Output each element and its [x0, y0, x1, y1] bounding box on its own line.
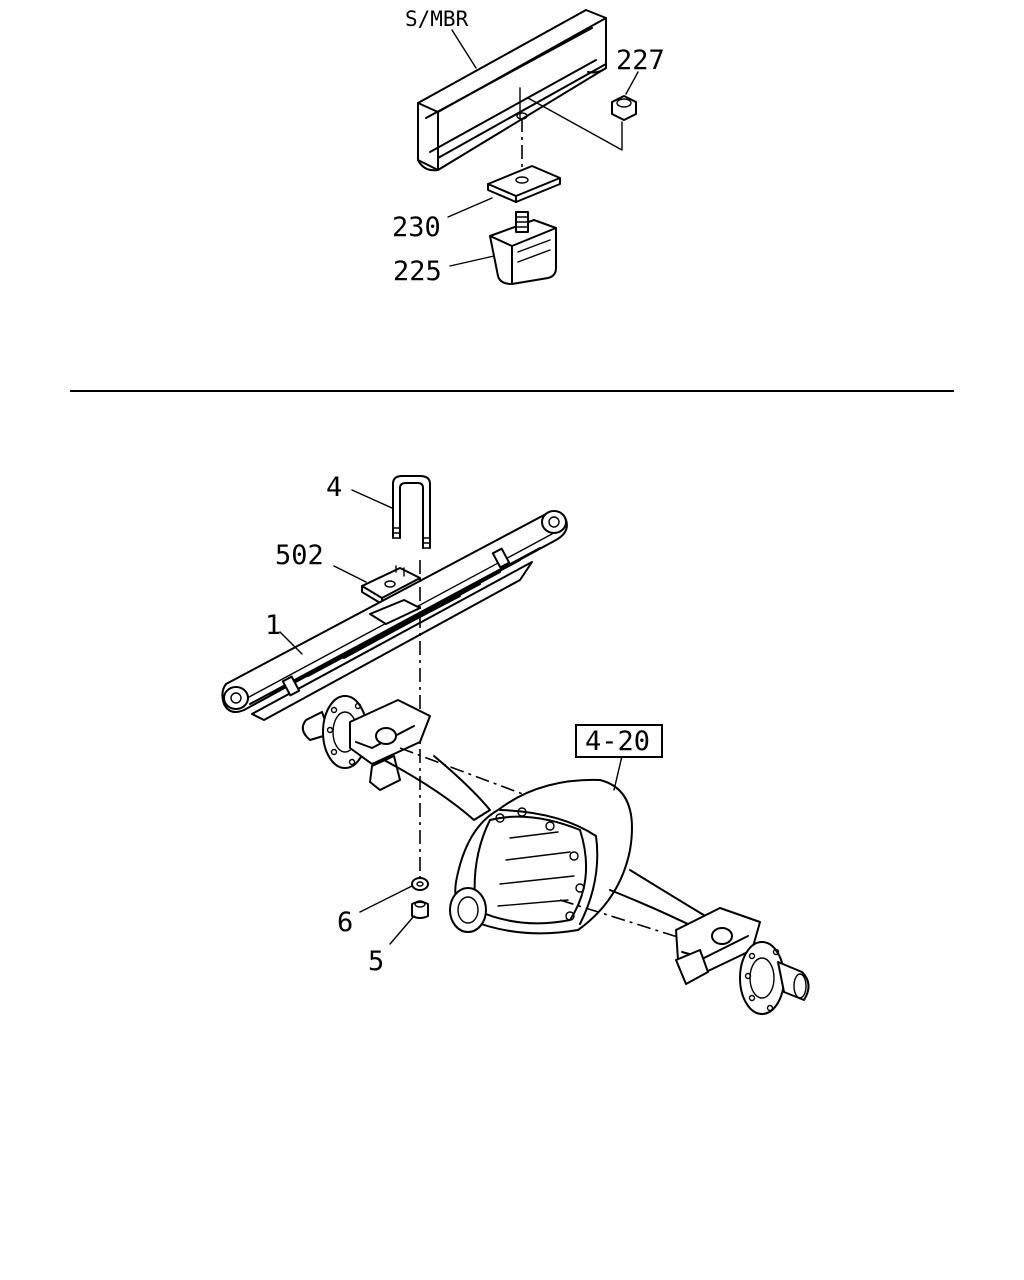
nut-227	[611, 95, 637, 121]
label-502: 502	[275, 540, 324, 571]
label-4-20: 4-20	[585, 726, 650, 757]
plate-230	[487, 165, 561, 203]
leader-4-20	[613, 755, 623, 791]
leader-502	[333, 565, 367, 583]
washer-6	[411, 877, 429, 891]
frame-side-member	[417, 9, 607, 172]
leader-225	[449, 255, 495, 267]
label-225: 225	[393, 256, 442, 287]
leader-227	[625, 71, 639, 95]
label-5: 5	[368, 946, 384, 977]
leader-6	[359, 885, 413, 913]
leader-1	[279, 631, 303, 655]
bumper-stopper-225	[489, 211, 557, 285]
leader-5	[389, 915, 415, 945]
ref-box-4-20	[575, 724, 663, 758]
leader-s-mbr	[451, 29, 477, 69]
leaf-spring-1	[221, 510, 568, 721]
label-6: 6	[337, 907, 353, 938]
u-bolt-4	[392, 475, 431, 549]
leader-4	[351, 489, 393, 509]
label-230: 230	[392, 212, 441, 243]
nut-5	[411, 900, 429, 919]
bolt-hole-leaders	[519, 87, 623, 168]
label-s-mbr: S/MBR	[405, 7, 469, 31]
label-4: 4	[326, 472, 342, 503]
leader-230	[447, 197, 493, 218]
rear-axle-assembly	[301, 695, 810, 1015]
label-1: 1	[265, 610, 281, 641]
label-227: 227	[616, 45, 665, 76]
